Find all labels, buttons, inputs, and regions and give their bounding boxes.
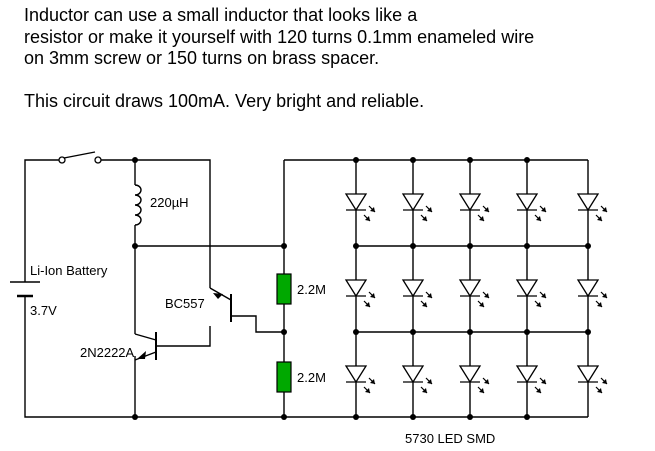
description-text: Inductor can use a small inductor that l…: [24, 5, 534, 113]
description-line-4: This circuit draws 100mA. Very bright an…: [24, 91, 425, 111]
led-icon: [577, 279, 608, 308]
battery-voltage: 3.7V: [30, 303, 57, 318]
led-icon: [516, 279, 547, 308]
led-label: 5730 LED SMD: [405, 431, 495, 446]
npn-transistor-icon: [134, 332, 157, 361]
npn-label: 2N2222A: [80, 345, 135, 360]
battery-icon: [10, 281, 40, 298]
pnp-label: BC557: [165, 296, 205, 311]
led-array: [345, 193, 608, 394]
pnp-transistor-icon: [209, 287, 232, 322]
led-icon: [516, 193, 547, 222]
inductor-icon: [134, 184, 142, 226]
description-line-1: Inductor can use a small inductor that l…: [24, 5, 418, 25]
battery-label: Li-Ion Battery: [30, 263, 108, 278]
led-icon: [402, 365, 433, 394]
led-icon: [577, 365, 608, 394]
inductor-label: 220µH: [150, 195, 189, 210]
resistor-top-label: 2.2M: [297, 282, 326, 297]
resistor-icon: [276, 273, 292, 305]
junction-dots: [132, 157, 591, 420]
led-icon: [459, 365, 490, 394]
led-icon: [459, 193, 490, 222]
led-icon: [345, 193, 376, 222]
led-icon: [402, 279, 433, 308]
description-line-2: resistor or make it yourself with 120 tu…: [24, 26, 535, 47]
led-icon: [516, 365, 547, 394]
resistor-bottom-label: 2.2M: [297, 370, 326, 385]
resistor-icon: [276, 361, 292, 393]
led-icon: [345, 365, 376, 394]
led-icon: [402, 193, 433, 222]
switch-icon: [58, 151, 102, 164]
led-icon: [459, 279, 490, 308]
description-line-3: on 3mm screw or 150 turns on brass space…: [24, 48, 380, 68]
led-icon: [345, 279, 376, 308]
led-icon: [577, 193, 608, 222]
